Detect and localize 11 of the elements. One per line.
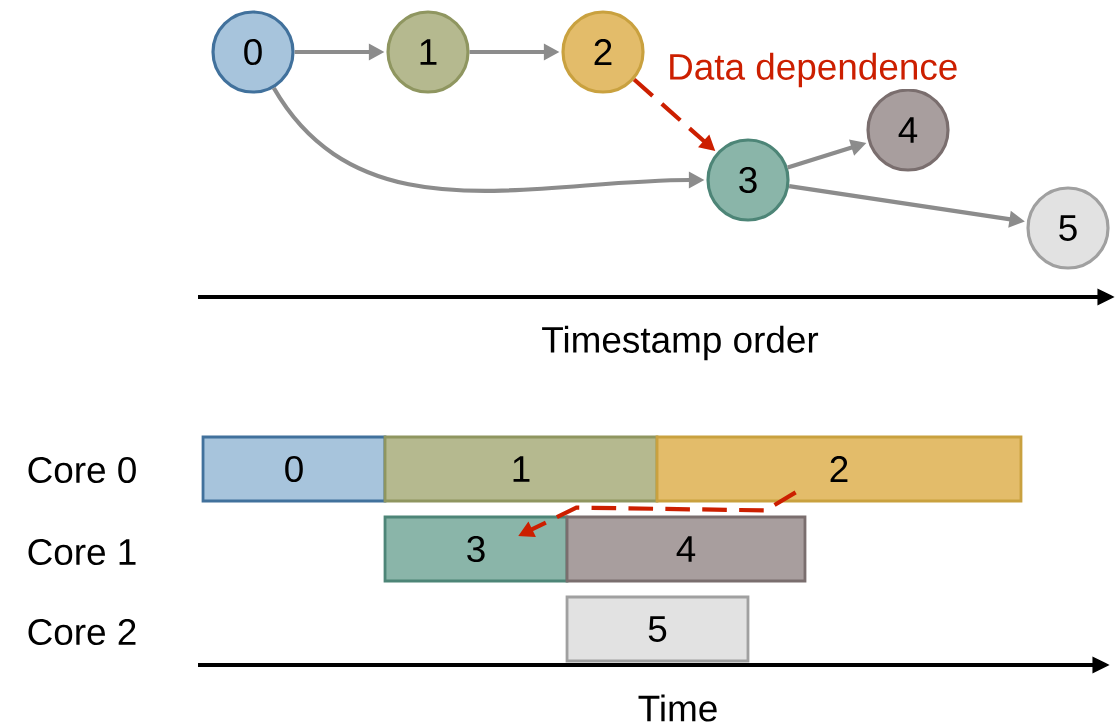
- task-bar: 2: [655, 435, 1023, 503]
- axis-label: Core 2: [28, 618, 136, 646]
- task-bar: 1: [383, 435, 659, 503]
- task-bar: 0: [201, 435, 387, 503]
- task-bar: 3: [383, 515, 569, 583]
- axis-label: Core 0: [28, 456, 136, 484]
- axis-label: Timestamp order: [542, 325, 819, 361]
- task-bar: 5: [565, 595, 750, 663]
- edge-label: Data dependence: [670, 52, 957, 88]
- axis-label: Core 1: [28, 538, 136, 566]
- task-bar: 4: [565, 515, 807, 583]
